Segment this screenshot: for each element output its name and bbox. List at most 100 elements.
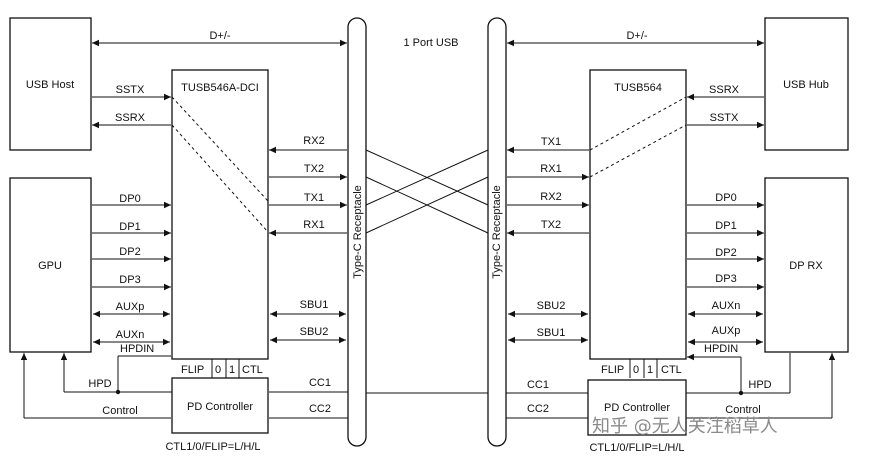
usb-host-block: USB Host	[9, 17, 92, 151]
left-hpdin-label: HPDIN	[120, 343, 154, 355]
right-dp3-label: DP3	[715, 273, 736, 285]
right-dpm-line: D+/-	[507, 30, 764, 47]
right-dpm-label: D+/-	[626, 30, 647, 42]
right-ssrx-route	[589, 96, 687, 151]
left-cc2-line: CC2	[269, 403, 348, 419]
left-dp0-line: DP0	[92, 193, 171, 209]
right-tx2-line: TX2	[507, 219, 589, 237]
left-ssrx-label: SSRX	[115, 112, 146, 124]
left-receptacle: Type-C Receptacle	[347, 17, 367, 447]
right-hpd-line: HPD	[686, 353, 791, 396]
right-sbu1-line: SBU1	[508, 327, 588, 344]
right-mux-block: TUSB564	[589, 69, 687, 360]
right-dp1-label: DP1	[715, 220, 736, 232]
right-sstx-label: SSTX	[710, 112, 739, 124]
right-tx1-line: TX1	[507, 136, 589, 154]
left-dp3-line: DP3	[92, 274, 171, 291]
right-dp1-line: DP1	[687, 220, 764, 237]
right-receptacle-label: Type-C Receptacle	[491, 185, 503, 279]
left-mux-label: TUSB546A-DCI	[181, 82, 259, 94]
gpu-label: GPU	[38, 260, 62, 272]
left-auxp-label: AUXp	[116, 301, 145, 313]
right-receptacle: Type-C Receptacle	[487, 17, 507, 447]
right-rx1-label: RX1	[540, 163, 561, 175]
right-sstx-route	[589, 124, 687, 178]
left-ssrx-line: SSRX	[92, 112, 171, 129]
right-hpd-label: HPD	[748, 379, 771, 391]
left-dp0-label: DP0	[119, 193, 140, 205]
left-tx2-line: TX2	[269, 163, 347, 181]
right-tx1-label: TX1	[541, 136, 561, 148]
right-sbu2-label: SBU2	[537, 300, 566, 312]
left-tx1-line: TX1	[269, 192, 347, 209]
left-dpm-label: D+/-	[209, 30, 230, 42]
right-ctl-pin: CTL	[661, 364, 682, 376]
left-rx1-label: RX1	[303, 219, 324, 231]
left-hpd-line: HPD	[60, 353, 172, 395]
left-sstx-label: SSTX	[116, 84, 145, 96]
left-hpdin-line: HPDIN	[117, 343, 171, 392]
left-dp2-label: DP2	[119, 246, 140, 258]
left-rx1-line: RX1	[269, 219, 347, 237]
left-ctl-pin: CTL	[242, 364, 263, 376]
right-pin-strip: FLIP 0 1 CTL	[601, 359, 682, 378]
left-dp1-line: DP1	[92, 221, 171, 237]
usb-host-label: USB Host	[26, 79, 74, 91]
left-tx2-label: TX2	[304, 163, 324, 175]
right-ssrx-line: SSRX	[687, 84, 764, 101]
right-sbu2-line: SBU2	[508, 300, 588, 318]
left-pin-0: 0	[215, 364, 221, 376]
left-cc1-label: CC1	[309, 377, 331, 389]
right-rx1-line: RX1	[507, 163, 589, 181]
left-cc2-label: CC2	[309, 403, 331, 415]
left-auxn-line: AUXn	[93, 329, 170, 346]
right-sbu1-label: SBU1	[537, 327, 566, 339]
right-dp2-label: DP2	[715, 247, 736, 259]
left-cc1-line: CC1	[269, 377, 348, 393]
right-dp0-label: DP0	[715, 192, 736, 204]
left-sbu1-line: SBU1	[270, 299, 346, 318]
left-pin-strip: FLIP 0 1 CTL	[181, 359, 263, 378]
right-cc2-label: CC2	[527, 403, 549, 415]
dp-rx-block: DP RX	[764, 177, 849, 353]
right-flip-pin: FLIP	[601, 364, 624, 376]
left-config-note: CTL1/0/FLIP=L/H/L	[165, 441, 260, 453]
left-pd-label: PD Controller	[187, 401, 253, 413]
left-rx2-line: RX2	[269, 135, 347, 154]
right-cc1-line: CC1	[506, 379, 588, 394]
left-sbu2-line: SBU2	[270, 326, 346, 344]
usb-hub-label: USB Hub	[783, 79, 829, 91]
left-pin-1: 1	[229, 364, 235, 376]
left-receptacle-label: Type-C Receptacle	[352, 185, 364, 279]
right-auxp-label: AUXp	[712, 325, 741, 337]
left-dp2-line: DP2	[92, 246, 171, 263]
cable-crossover	[365, 149, 489, 394]
top-caption: 1 Port USB	[403, 37, 458, 49]
right-ssrx-label: SSRX	[709, 84, 740, 96]
left-control-label: Control	[102, 405, 137, 417]
left-hpd-label: HPD	[88, 378, 111, 390]
right-hpdin-line: HPDIN	[687, 343, 742, 393]
right-pin-1: 1	[647, 364, 653, 376]
right-control-label: Control	[725, 404, 760, 416]
right-auxp-line: AUXp	[688, 325, 763, 346]
right-sstx-line: SSTX	[687, 112, 764, 129]
right-auxn-label: AUXn	[712, 300, 741, 312]
left-tx1-label: TX1	[304, 192, 324, 204]
watermark: 知乎 @无人关注稻草人	[592, 416, 778, 437]
right-rx2-line: RX2	[507, 191, 589, 209]
left-auxn-label: AUXn	[116, 329, 145, 341]
right-auxn-line: AUXn	[688, 300, 763, 318]
right-pin-0: 0	[633, 364, 639, 376]
right-tx2-label: TX2	[541, 219, 561, 231]
left-flip-pin: FLIP	[181, 364, 204, 376]
left-pd-block: PD Controller	[171, 377, 269, 434]
right-cc2-line: CC2	[506, 403, 588, 419]
right-control-line: Control	[686, 353, 836, 419]
left-sstx-line: SSTX	[92, 84, 171, 101]
usb-hub-block: USB Hub	[764, 17, 849, 151]
right-pd-label: PD Controller	[604, 402, 670, 414]
gpu-block: GPU	[9, 177, 92, 353]
right-dp0-line: DP0	[687, 192, 764, 209]
